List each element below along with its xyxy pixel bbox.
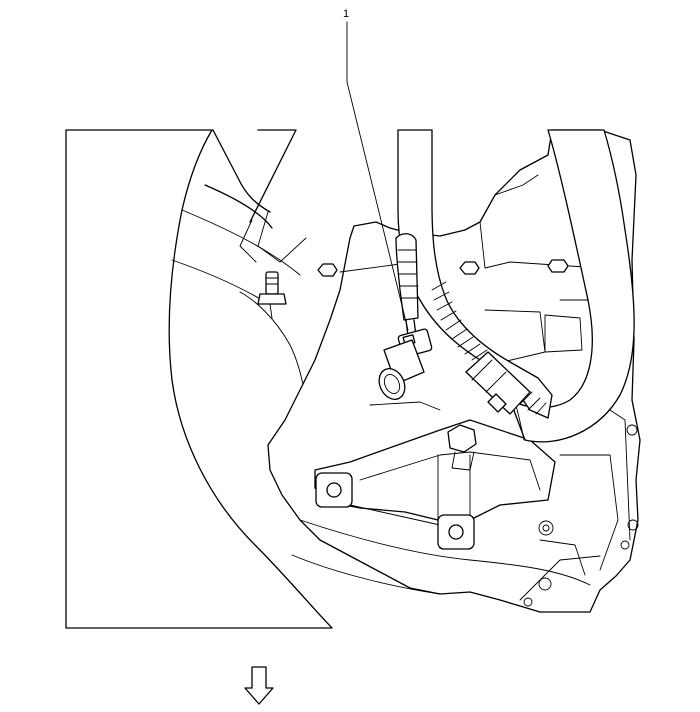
callout-label-1: 1 bbox=[343, 8, 349, 20]
stud-bolt bbox=[257, 271, 287, 319]
conduit-connector bbox=[465, 351, 531, 415]
upper-frame bbox=[204, 129, 307, 263]
sensor-harness bbox=[395, 233, 433, 358]
speed-sensor bbox=[369, 339, 441, 411]
callout-1: 1 bbox=[343, 8, 409, 331]
down-arrow-icon bbox=[244, 666, 274, 705]
mounting-bracket bbox=[291, 419, 591, 595]
left-body-panel bbox=[65, 129, 333, 629]
